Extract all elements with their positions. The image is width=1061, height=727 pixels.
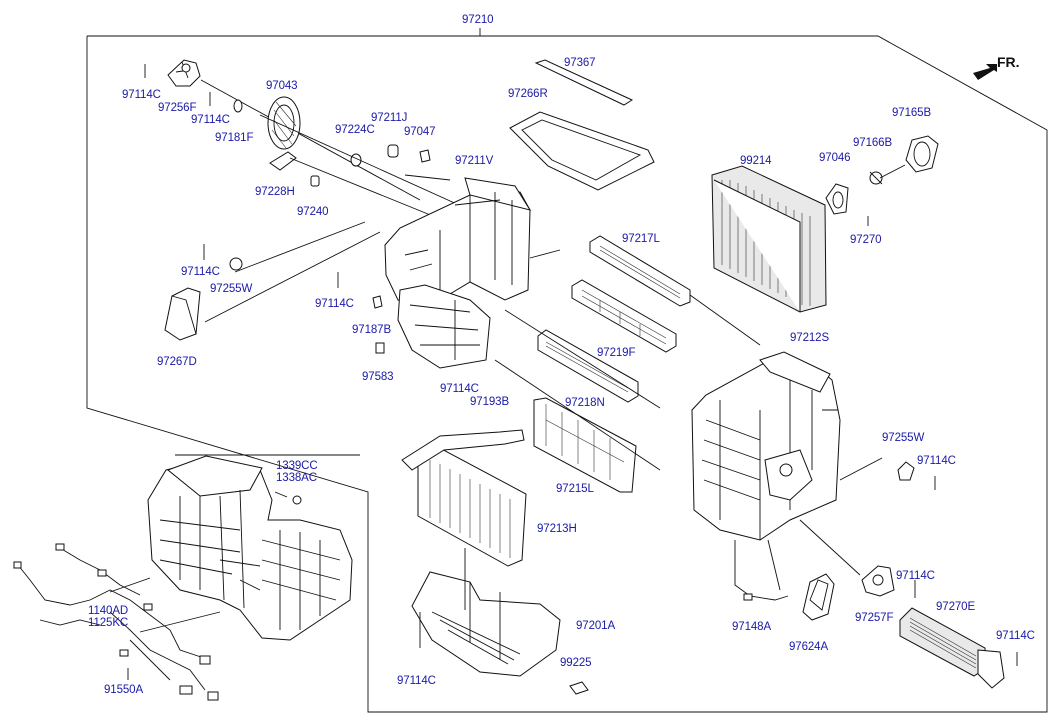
seal-97624A (802, 573, 835, 621)
door-97043 (267, 96, 301, 150)
label-97114C-4: 97114C (315, 298, 354, 310)
clip-97047 (419, 149, 431, 163)
label-97181F: 97181F (215, 132, 254, 144)
label-91550A: 91550A (104, 684, 144, 696)
clip-97240 (310, 175, 320, 187)
label-97201A: 97201A (576, 620, 616, 632)
drain-99225 (569, 681, 589, 695)
filter-cover-97046 (825, 183, 849, 215)
label-97212S: 97212S (790, 332, 830, 344)
label-97270: 97270 (850, 234, 882, 246)
label-97217L: 97217L (622, 233, 660, 245)
label-97114C-9: 97114C (397, 675, 436, 687)
label-97266R: 97266R (508, 88, 548, 100)
label-99214: 99214 (740, 155, 772, 167)
cap-97211J (387, 144, 399, 158)
valve-97166B (869, 171, 883, 185)
label-97047: 97047 (404, 126, 436, 138)
label-1339CC: 1339CC (276, 460, 318, 472)
grommet-97255W-right (897, 461, 915, 481)
label-97367: 97367 (564, 57, 596, 69)
filter-97217L (589, 235, 691, 307)
front-direction-label: FR. (997, 54, 1020, 70)
label-97114C-3: 97114C (181, 266, 220, 278)
case-97201A (411, 571, 561, 677)
seal-97165B (905, 135, 939, 173)
label-1125KC: 1125KC (88, 617, 129, 629)
label-97210: 97210 (462, 14, 494, 26)
label-97224C: 97224C (335, 124, 375, 136)
gasket-97266R (509, 111, 655, 191)
label-99225: 99225 (560, 657, 592, 669)
grommet-97255W (229, 257, 243, 271)
label-97165B: 97165B (892, 107, 932, 119)
filter-97215L (533, 397, 637, 493)
assembly-inset (147, 455, 353, 641)
front-direction-arrow-icon (973, 64, 997, 80)
label-1338AC: 1338AC (276, 472, 317, 484)
case-97212S (691, 351, 841, 541)
wiring-91550A (13, 543, 219, 701)
label-97255W-1: 97255W (210, 283, 253, 295)
label-97187B: 97187B (352, 324, 392, 336)
label-1140AD: 1140AD (88, 605, 129, 617)
actuator-97256F (167, 59, 201, 87)
label-97166B: 97166B (853, 137, 893, 149)
lever-97228H (269, 151, 297, 171)
label-97211V: 97211V (455, 155, 494, 167)
label-97257F: 97257F (855, 612, 894, 624)
label-97114C-8: 97114C (996, 630, 1035, 642)
label-97218N: 97218N (565, 397, 605, 409)
label-97267D: 97267D (157, 356, 197, 368)
duct-97267D (164, 287, 201, 341)
filter-99214 (711, 165, 827, 313)
actuator-97257F (861, 565, 895, 597)
label-97256F: 97256F (158, 102, 197, 114)
label-97193B: 97193B (470, 396, 510, 408)
assembly-outline (86, 35, 1048, 713)
label-97215L: 97215L (556, 483, 594, 495)
heater-97270E (899, 607, 1005, 689)
label-97213H: 97213H (537, 523, 577, 535)
sensor-97148A (734, 540, 789, 601)
filter-97219F (571, 279, 677, 353)
label-97583: 97583 (362, 371, 394, 383)
label-97255W-2: 97255W (882, 432, 925, 444)
filter-97218N (537, 329, 639, 403)
clip-97187B (372, 295, 383, 309)
label-97114C-6: 97114C (917, 455, 956, 467)
label-97148A: 97148A (732, 621, 772, 633)
label-97240: 97240 (297, 206, 329, 218)
clip-97583 (375, 342, 385, 354)
label-97270E: 97270E (936, 601, 976, 613)
label-97114C-2: 97114C (191, 114, 230, 126)
label-97043: 97043 (266, 80, 298, 92)
case-97211V (384, 177, 532, 369)
label-97228H: 97228H (255, 186, 295, 198)
label-97046: 97046 (819, 152, 851, 164)
label-97114C-7: 97114C (896, 570, 935, 582)
seal-97367 (534, 59, 634, 106)
label-97114C-1: 97114C (122, 89, 161, 101)
label-97219F: 97219F (597, 347, 636, 359)
gear-97181F (233, 99, 243, 113)
heater-core-97213H (401, 429, 527, 567)
label-97624A: 97624A (789, 641, 829, 653)
label-97211J: 97211J (371, 112, 408, 124)
label-97114C-5: 97114C (440, 383, 479, 395)
